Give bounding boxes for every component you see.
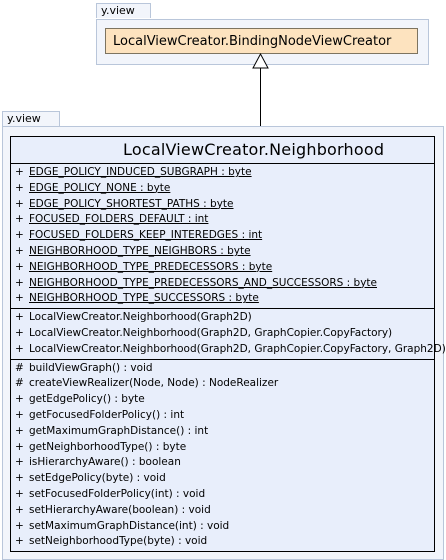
method-row-text: buildViewGraph() : void [29,361,153,374]
field-row-text: NEIGHBORHOOD_TYPE_PREDECESSORS_AND_SUCCE… [29,276,377,289]
constructor-row[interactable]: + LocalViewCreator.Neighborhood(Graph2D, … [11,342,446,358]
field-row-text: EDGE_POLICY_SHORTEST_PATHS : byte [29,197,234,210]
constructor-row[interactable]: + LocalViewCreator.Neighborhood(Graph2D) [11,310,434,326]
methods-section: # buildViewGraph() : void # createViewReali… [11,360,434,552]
visibility-marker: + [15,166,24,178]
method-row[interactable]: + setNeighborhoodType(byte) : void [11,534,434,550]
method-row-text: getEdgePolicy() : byte [29,393,145,406]
visibility-marker: + [15,393,24,406]
visibility-marker: + [15,326,24,339]
method-row[interactable]: # createViewRealizer(Node, Node) : NodeRe… [11,376,434,392]
field-row-text: FOCUSED_FOLDERS_DEFAULT : int [29,213,209,226]
method-row-text: setEdgePolicy(byte) : void [29,472,166,485]
field-row-text: NEIGHBORHOOD_TYPE_NEIGHBORS : byte [29,244,251,257]
field-row[interactable]: + EDGE_POLICY_SHORTEST_PATHS : byte [11,197,434,213]
field-row[interactable]: + NEIGHBORHOOD_TYPE_NEIGHBORS : byte [11,244,434,260]
main-package-label: y.view [7,112,41,125]
method-row-text: getNeighborhoodType() : byte [29,440,187,453]
method-row[interactable]: + setFocusedFolderPolicy(int) : void [11,487,434,503]
visibility-marker: + [15,311,24,324]
method-row-text: setFocusedFolderPolicy(int) : void [29,487,206,500]
method-row-text: isHierarchyAware() : boolean [29,456,181,469]
visibility-marker: + [15,197,24,210]
visibility-marker: + [15,472,24,485]
constructor-row-text: LocalViewCreator.Neighborhood(Graph2D) [29,311,252,324]
constructor-row-text: LocalViewCreator.Neighborhood(Graph2D, G… [29,326,393,339]
visibility-marker: + [15,535,24,548]
class-divider [11,163,434,164]
visibility-marker: + [15,503,24,516]
method-row[interactable]: + isHierarchyAware() : boolean [11,455,434,471]
visibility-marker: + [15,408,24,421]
method-row-text: getMaximumGraphDistance() : int [29,424,209,437]
field-row-text: FOCUSED_FOLDERS_KEEP_INTEREDGES : int [29,229,263,242]
visibility-marker: + [15,440,24,453]
field-row[interactable]: + NEIGHBORHOOD_TYPE_SUCCESSORS : byte [11,291,434,307]
field-row[interactable]: + EDGE_POLICY_NONE : byte [11,181,434,197]
method-row[interactable]: + setMaximumGraphDistance(int) : void [11,519,434,535]
method-row[interactable]: + setHierarchyAware(boolean) : void [11,503,434,519]
inheritance-arrow-icon [252,52,269,69]
method-row[interactable]: # buildViewGraph() : void [11,361,434,377]
method-row[interactable]: + getNeighborhoodType() : byte [11,440,434,456]
class-divider [11,358,434,360]
method-row-text: getFocusedFolderPolicy() : int [29,408,185,421]
visibility-marker: + [15,244,24,257]
method-row-text: setNeighborhoodType(byte) : void [29,535,208,548]
main-class-box[interactable]: LocalViewCreator.Neighborhood + EDGE_POLI… [10,136,446,552]
visibility-marker: + [15,487,24,500]
field-row-text: EDGE_POLICY_INDUCED_SUBGRAPH : byte [29,166,252,178]
constructor-row[interactable]: + LocalViewCreator.Neighborhood(Graph2D, … [11,326,434,342]
constructors-section: +LocalViewCreator.Neighborhood(Graph2D)+… [11,309,446,358]
fields-section: + EDGE_POLICY_INDUCED_SUBGRAPH : byte + EDG… [11,164,434,308]
visibility-marker: + [15,213,24,226]
field-row[interactable]: + NEIGHBORHOOD_TYPE_PREDECESSORS_AND_SUCC… [11,276,434,292]
field-row[interactable]: + FOCUSED_FOLDERS_KEEP_INTEREDGES : int [11,228,434,244]
method-row[interactable]: + setEdgePolicy(byte) : void [11,471,434,487]
class-divider [11,308,434,310]
field-row[interactable]: + FOCUSED_FOLDERS_DEFAULT : int [11,212,434,228]
method-row-text: createViewRealizer(Node, Node) : NodeRea… [29,377,279,390]
parent-class-name: LocalViewCreator.BindingNodeViewCreator [113,34,392,49]
field-row-text: NEIGHBORHOOD_TYPE_SUCCESSORS : byte [29,292,259,305]
method-row-text: setHierarchyAware(boolean) : void [29,503,211,516]
visibility-marker: + [15,424,24,437]
inheritance-line [260,68,261,136]
parent-class-box[interactable]: LocalViewCreator.BindingNodeViewCreator [105,28,418,54]
visibility-marker: + [15,342,24,355]
visibility-marker: + [15,260,24,273]
visibility-marker: + [15,229,24,242]
method-row[interactable]: + getEdgePolicy() : byte [11,392,434,408]
main-package-tab: y.view [2,111,60,126]
parent-package-tab: y.view [96,3,151,18]
visibility-marker: # [15,361,24,374]
method-row[interactable]: + getFocusedFolderPolicy() : int [11,408,434,424]
main-class-name: LocalViewCreator.Neighborhood [123,140,385,159]
field-row[interactable]: + EDGE_POLICY_INDUCED_SUBGRAPH : byte [11,165,434,181]
method-row[interactable]: + getMaximumGraphDistance() : int [11,424,434,440]
visibility-marker: + [15,456,24,469]
method-row-text: setMaximumGraphDistance(int) : void [29,519,230,532]
visibility-marker: + [15,276,24,289]
field-row[interactable]: + NEIGHBORHOOD_TYPE_PREDECESSORS : byte [11,260,434,276]
field-row-text: NEIGHBORHOOD_TYPE_PREDECESSORS : byte [29,260,273,273]
visibility-marker: # [15,377,24,390]
constructor-row-text: LocalViewCreator.Neighborhood(Graph2D, G… [29,342,446,355]
parent-package-label: y.view [101,4,135,17]
visibility-marker: + [15,292,24,305]
visibility-marker: + [15,519,24,532]
field-row-text: EDGE_POLICY_NONE : byte [29,181,171,194]
visibility-marker: + [15,181,24,194]
